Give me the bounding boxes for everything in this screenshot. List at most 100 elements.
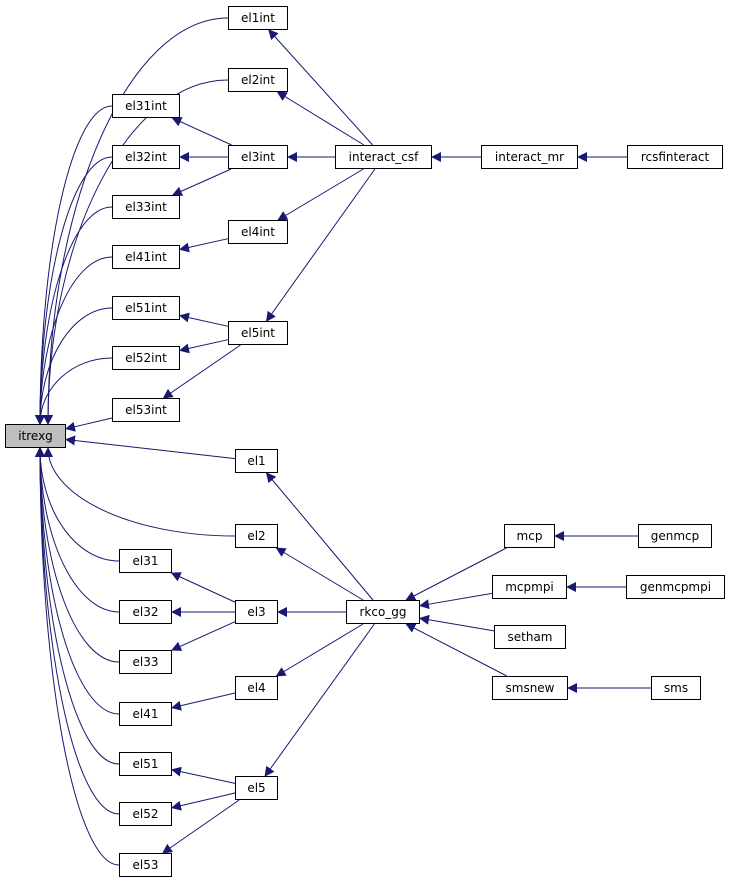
edge-el4int-to-el41int	[179, 238, 229, 253]
node-el41int[interactable]: el41int	[112, 245, 180, 269]
node-label: el5int	[241, 326, 275, 340]
edge-rkco_gg-to-el5	[264, 623, 375, 777]
edge-el51-to-itrexg	[35, 447, 120, 765]
node-label: el31	[132, 554, 159, 568]
node-smsnew[interactable]: smsnew	[492, 676, 568, 700]
edge-el31int-to-itrexg	[35, 105, 113, 425]
node-label: el4int	[241, 225, 275, 239]
edge-rkco_gg-to-el1	[265, 472, 374, 601]
edge-interact_csf-to-el4int	[277, 168, 364, 221]
node-label: el3	[247, 605, 266, 619]
node-label: smsnew	[505, 681, 555, 695]
node-el51[interactable]: el51	[119, 752, 172, 776]
node-setham[interactable]: setham	[494, 625, 566, 649]
node-label: el1	[247, 454, 266, 468]
node-el3int[interactable]: el3int	[228, 145, 288, 169]
node-el1int[interactable]: el1int	[228, 6, 288, 30]
node-label: itrexg	[18, 429, 53, 443]
node-label: genmcp	[650, 529, 700, 543]
node-el41[interactable]: el41	[119, 702, 172, 726]
node-el5[interactable]: el5	[235, 776, 278, 800]
edge-el2-to-itrexg	[43, 447, 236, 537]
edge-el5-to-el53	[161, 799, 240, 854]
node-el3[interactable]: el3	[235, 600, 278, 624]
node-label: el1int	[241, 11, 275, 25]
node-interact-csf[interactable]: interact_csf	[335, 145, 432, 169]
edge-el41-to-itrexg	[35, 447, 120, 715]
node-el2[interactable]: el2	[235, 524, 278, 548]
edge-el32-to-itrexg	[35, 447, 120, 613]
node-el5int[interactable]: el5int	[228, 321, 288, 345]
edge-interact_csf-to-el5int	[265, 168, 376, 322]
edge-el41int-to-itrexg	[35, 256, 113, 425]
edge-el2int-to-itrexg	[43, 79, 229, 425]
edges-layer	[35, 17, 651, 866]
edge-el52int-to-itrexg	[35, 357, 113, 425]
node-el53[interactable]: el53	[119, 853, 172, 877]
node-label: mcpmpi	[505, 580, 554, 594]
node-mcp[interactable]: mcp	[504, 524, 555, 548]
node-el32[interactable]: el32	[119, 600, 172, 624]
edge-el53int-to-itrexg	[65, 417, 113, 432]
edge-el5-to-el51	[171, 766, 236, 784]
node-el52[interactable]: el52	[119, 802, 172, 826]
edge-el31-to-itrexg	[35, 447, 120, 562]
node-el33int[interactable]: el33int	[112, 195, 180, 219]
node-genmcpmpi[interactable]: genmcpmpi	[626, 575, 725, 599]
node-el51int[interactable]: el51int	[112, 296, 180, 320]
edge-el52-to-itrexg	[35, 447, 120, 815]
node-label: el33int	[125, 200, 167, 214]
node-el2int[interactable]: el2int	[228, 68, 288, 92]
node-el4int[interactable]: el4int	[228, 220, 288, 244]
node-sms[interactable]: sms	[651, 676, 701, 700]
node-el32int[interactable]: el32int	[112, 145, 180, 169]
edge-el53-to-itrexg	[35, 447, 120, 866]
edge-el1int-to-itrexg	[43, 17, 229, 425]
node-label: el32	[132, 605, 159, 619]
node-label: el5	[247, 781, 266, 795]
node-el52int[interactable]: el52int	[112, 346, 180, 370]
node-genmcp[interactable]: genmcp	[638, 524, 712, 548]
node-el31[interactable]: el31	[119, 549, 172, 573]
node-el33[interactable]: el33	[119, 650, 172, 674]
edge-el51int-to-itrexg	[35, 307, 113, 425]
node-label: el52	[132, 807, 159, 821]
node-label: mcp	[516, 529, 543, 543]
edge-el32int-to-itrexg	[35, 156, 113, 425]
edge-el5-to-el52	[171, 792, 236, 811]
edge-el3-to-el31	[170, 572, 236, 603]
node-el1[interactable]: el1	[235, 449, 278, 473]
node-el53int[interactable]: el53int	[112, 398, 180, 422]
edge-setham-to-rkco_gg	[419, 614, 495, 632]
edge-el3-to-el33	[171, 621, 236, 651]
node-interact-mr[interactable]: interact_mr	[481, 145, 578, 169]
edge-el3int-to-el33int	[171, 168, 232, 196]
node-el4[interactable]: el4	[235, 676, 278, 700]
node-rcsfinteract[interactable]: rcsfinteract	[627, 145, 723, 169]
node-label: el51	[132, 757, 159, 771]
node-label: el41int	[125, 250, 167, 264]
edge-el5int-to-el53int	[162, 344, 241, 399]
node-label: sms	[663, 681, 689, 695]
node-label: el33	[132, 655, 159, 669]
node-label: el41	[132, 707, 159, 721]
edge-mcpmpi-to-rkco_gg	[419, 592, 493, 610]
node-rkco-gg[interactable]: rkco_gg	[346, 600, 420, 624]
node-label: el53int	[125, 403, 167, 417]
edge-el5int-to-el52int	[179, 339, 229, 354]
node-label: interact_csf	[348, 150, 419, 164]
node-mcpmpi[interactable]: mcpmpi	[492, 575, 567, 599]
node-label: el4	[247, 681, 266, 695]
node-label: genmcpmpi	[639, 580, 712, 594]
edge-el33int-to-itrexg	[35, 206, 113, 425]
edge-el5int-to-el51int	[179, 312, 229, 327]
edge-el33-to-itrexg	[35, 447, 120, 663]
node-label: interact_mr	[494, 150, 565, 164]
node-el31int[interactable]: el31int	[112, 94, 180, 118]
node-label: el2	[247, 529, 266, 543]
node-label: el3int	[241, 150, 275, 164]
node-label: el2int	[241, 73, 275, 87]
edge-el3int-to-el31int	[171, 117, 232, 146]
node-itrexg[interactable]: itrexg	[5, 424, 66, 448]
